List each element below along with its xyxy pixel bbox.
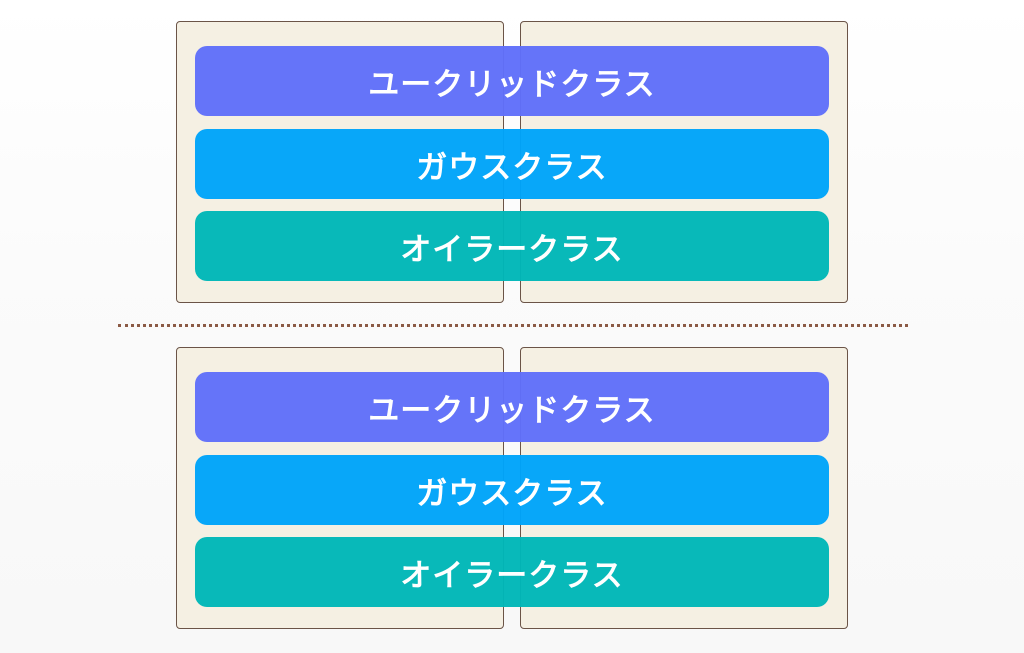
- euclid-class-bar: ユークリッドクラス: [195, 372, 829, 442]
- euler-class-label: オイラークラス: [400, 557, 624, 594]
- euclid-class-label: ユークリッドクラス: [368, 66, 656, 103]
- gauss-class-bar: ガウスクラス: [195, 129, 829, 199]
- gauss-class-bar: ガウスクラス: [195, 455, 829, 525]
- euler-class-bar: オイラークラス: [195, 537, 829, 607]
- euclid-class-bar: ユークリッドクラス: [195, 46, 829, 116]
- gauss-class-label: ガウスクラス: [416, 475, 608, 512]
- euclid-class-label: ユークリッドクラス: [368, 392, 656, 429]
- class-panel-top: ユークリッドクラス ガウスクラス オイラークラス: [0, 21, 1024, 305]
- class-panel-bottom: ユークリッドクラス ガウスクラス オイラークラス: [0, 347, 1024, 631]
- euler-class-bar: オイラークラス: [195, 211, 829, 281]
- dotted-divider: [118, 324, 908, 327]
- gauss-class-label: ガウスクラス: [416, 149, 608, 186]
- euler-class-label: オイラークラス: [400, 231, 624, 268]
